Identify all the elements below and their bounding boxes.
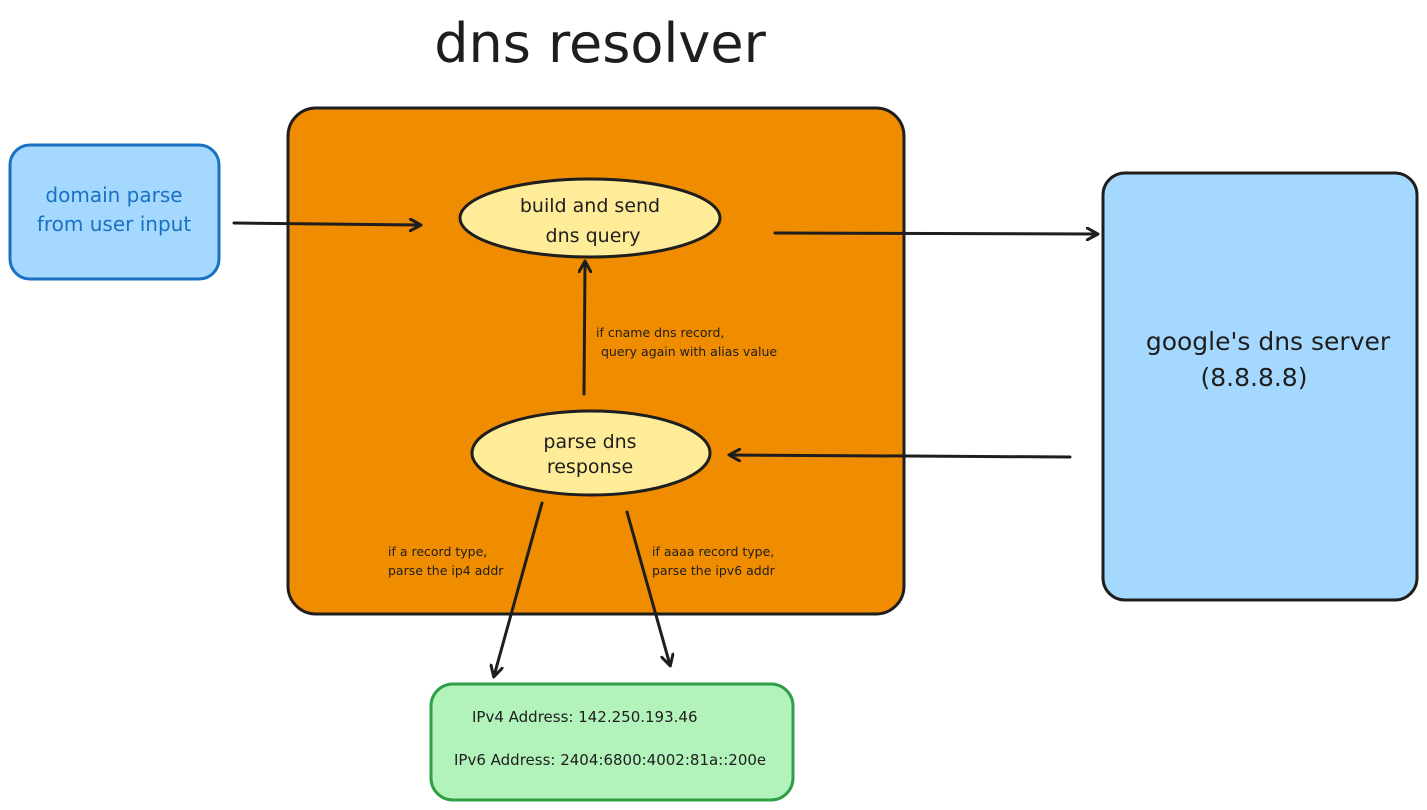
parse-response-label-line1: parse dns: [543, 431, 636, 453]
cname-label-line1: if cname dns record,: [596, 325, 724, 340]
build-query-label-line2: dns query: [546, 225, 641, 247]
resolver-box: [286, 106, 906, 616]
dns-server-box: [1101, 171, 1419, 602]
aaaa-record-label-line1: if aaaa record type,: [652, 544, 774, 559]
user-input-label-line1: domain parse: [45, 183, 182, 207]
arrow-input-to-query: [232, 223, 420, 225]
arrow-server-to-parse: [730, 455, 1072, 457]
user-input-label-line2: from user input: [37, 212, 191, 236]
a-record-label-line2: parse the ip4 addr: [388, 563, 504, 578]
a-record-label-line1: if a record type,: [388, 544, 487, 559]
user-input-box: [8, 143, 221, 281]
ipv6-address: IPv6 Address: 2404:6800:4002:81a::200e: [454, 751, 766, 769]
arrow-query-to-server: [773, 233, 1097, 234]
cname-label-line2: query again with alias value: [601, 344, 777, 359]
parse-response-node: [470, 409, 712, 497]
aaaa-record-label-line2: parse the ipv6 addr: [652, 563, 776, 578]
build-query-label-line1: build and send: [520, 195, 660, 217]
arrow-parse-to-ipv6: [625, 510, 670, 665]
arrow-parse-to-query: [584, 262, 585, 396]
dns-server-label-line2: (8.8.8.8): [1201, 363, 1308, 392]
diagram-title: dns resolver: [434, 12, 766, 75]
ipv4-address: IPv4 Address: 142.250.193.46: [472, 708, 698, 726]
dns-server-label-line1: google's dns server: [1146, 327, 1391, 356]
result-box: [429, 682, 795, 802]
arrow-parse-to-ipv4: [494, 501, 544, 676]
parse-response-label-line2: response: [547, 456, 633, 478]
build-query-node: [458, 177, 722, 259]
